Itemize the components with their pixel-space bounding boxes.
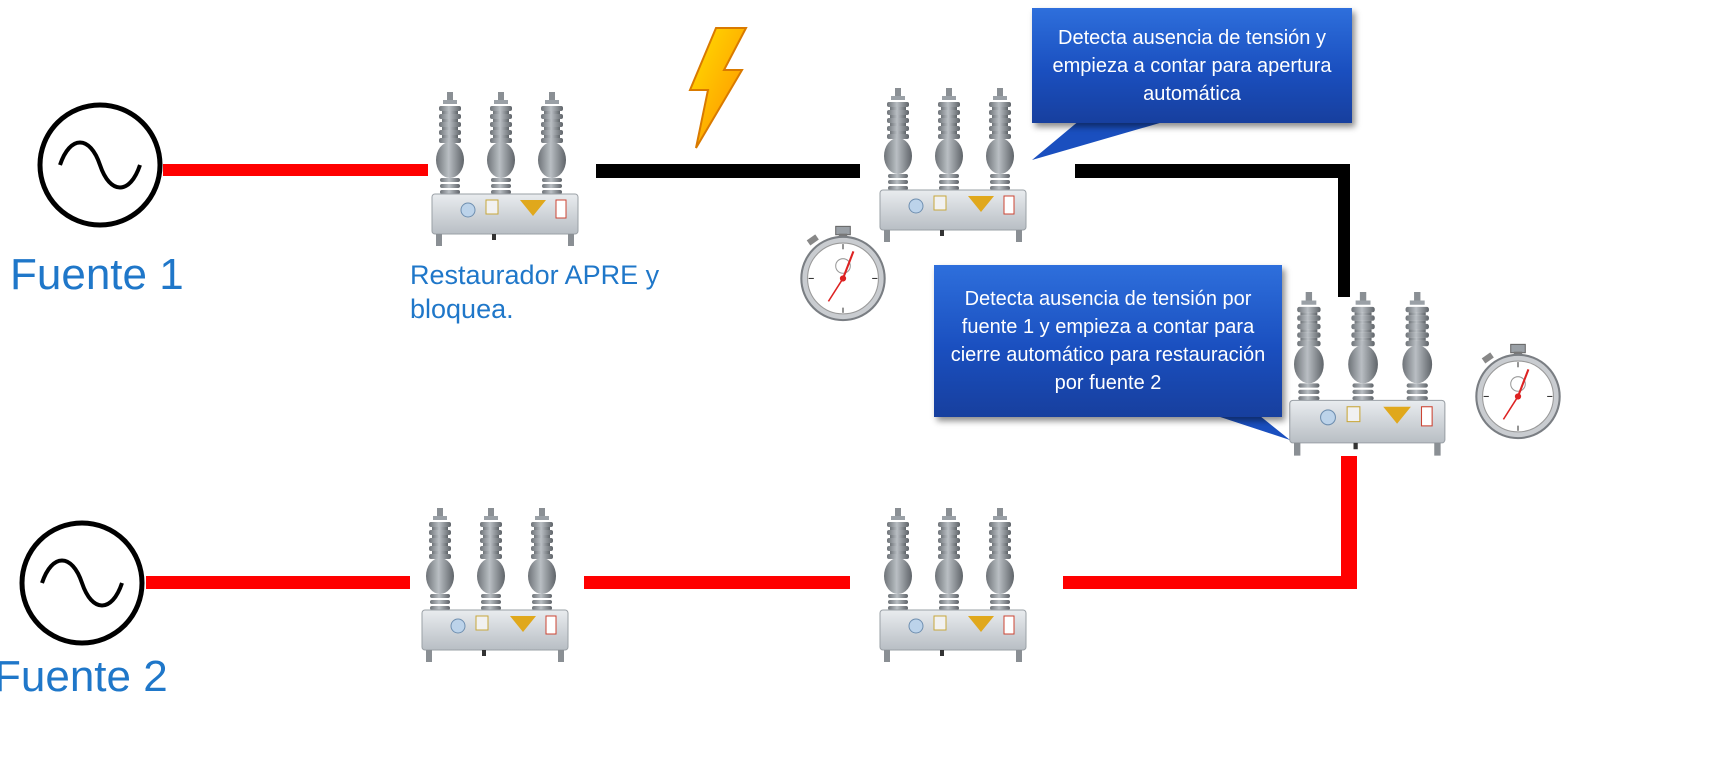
ac-source-icon xyxy=(37,102,163,228)
deenergized-line-vertical xyxy=(1338,164,1350,297)
callout-top-text: Detecta ausencia de tensión y empieza a … xyxy=(1052,26,1332,105)
ac-source-icon xyxy=(19,520,145,646)
source1-label: Fuente 1 xyxy=(10,250,184,299)
deenergized-line-1 xyxy=(596,164,860,178)
deenergized-line-2 xyxy=(1075,164,1350,178)
lightning-bolt-icon xyxy=(688,27,748,149)
energized-line-f2-3 xyxy=(1063,576,1357,589)
energized-line-f2-2 xyxy=(584,576,850,589)
energized-line-f1 xyxy=(163,164,428,176)
source2-label: Fuente 2 xyxy=(0,652,168,701)
callout-top: Detecta ausencia de tensión y empieza a … xyxy=(1032,8,1352,123)
callout-middle-text: Detecta ausencia de tensión por fuente 1… xyxy=(950,288,1266,394)
energized-line-f2-1 xyxy=(146,576,410,589)
callout-middle: Detecta ausencia de tensión por fuente 1… xyxy=(934,265,1282,417)
energized-line-vertical xyxy=(1341,456,1357,589)
restaurador-label: Restaurador APRE y bloquea. xyxy=(410,260,660,324)
